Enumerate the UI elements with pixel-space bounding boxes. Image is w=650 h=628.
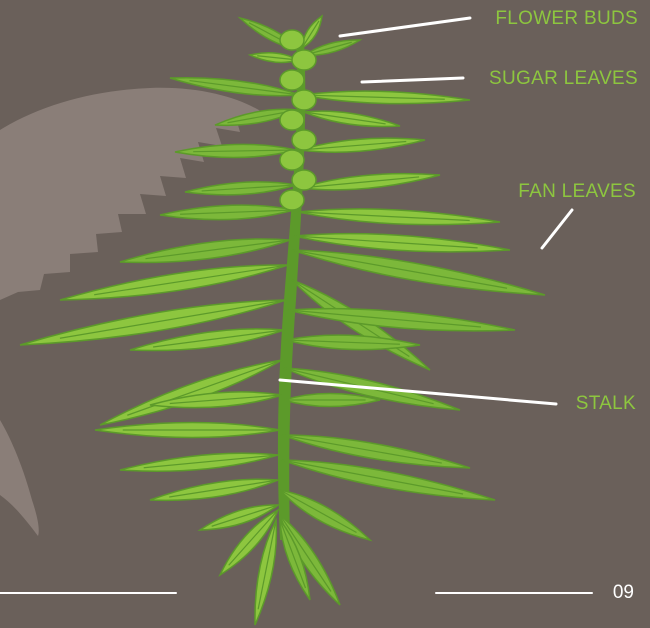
label-flower-buds: FLOWER BUDS	[495, 8, 638, 30]
flower-bud	[292, 170, 316, 190]
leaf-vein	[282, 435, 442, 463]
label-stalk: STALK	[576, 393, 636, 415]
flower-bud	[280, 30, 304, 50]
label-fan-leaves: FAN LEAVES	[518, 181, 636, 203]
leaf-vein	[292, 250, 507, 288]
flower-bud	[292, 90, 316, 110]
flower-bud	[280, 70, 304, 90]
flower-bud	[280, 110, 304, 130]
callout-line-flower-buds	[340, 18, 470, 36]
background-leaf-lower	[0, 420, 39, 536]
flower-bud	[292, 50, 316, 70]
page-number: 09	[613, 582, 634, 604]
callout-line-fan-leaves	[542, 210, 572, 248]
leaf-vein	[94, 265, 288, 295]
callout-line-sugar-leaves	[362, 78, 463, 82]
flower-bud	[280, 150, 304, 170]
flower-bud	[280, 190, 304, 210]
label-sugar-leaves: SUGAR LEAVES	[489, 68, 638, 90]
flower-bud	[292, 130, 316, 150]
